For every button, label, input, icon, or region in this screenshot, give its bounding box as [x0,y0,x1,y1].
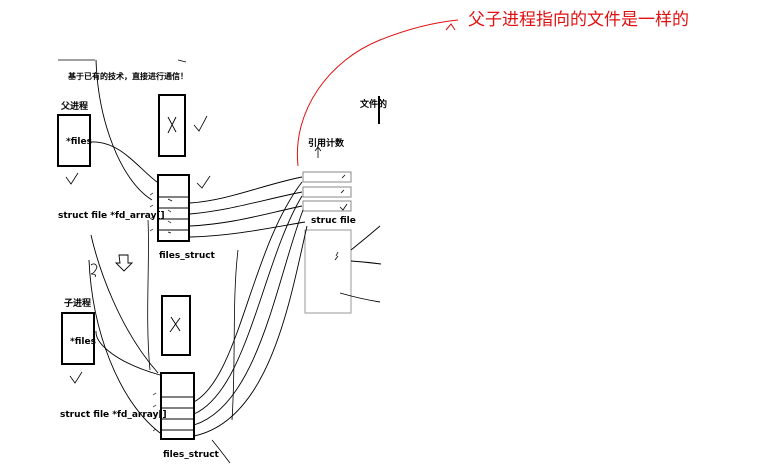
header-note: 基于已有的技术，直接进行通信！ [68,72,188,81]
ref-count-cell-1 [302,171,352,183]
down-arrow-icon [114,254,134,272]
ref-count-arrow-icon [314,146,322,158]
parent-mm-box [158,94,186,157]
ref-count-label: 引用计数 [308,139,345,149]
struct-file-label: struc file [311,216,356,226]
parent-files-struct-label: files_struct [159,251,215,261]
annotation-curve [296,19,459,167]
parent-fd-array-label: struct file *fd_array[] [58,211,165,221]
child-files-label: *files [70,337,96,347]
parent-process-label: 父进程 [61,102,89,112]
child-files-struct-label: files_struct [163,450,219,460]
child-process-box [61,312,95,365]
parent-files-label: *files [66,137,92,147]
parent-process-box [57,114,91,167]
annotation-text: 父子进程指向的文件是一样的 [468,10,689,30]
ref-count-cell-2 [302,186,352,198]
child-x-mark [169,316,181,333]
child-mm-box [161,295,191,356]
parent-x-mark [167,116,177,134]
annotation-arrow-icon [445,23,456,31]
struct-file-box [304,229,352,314]
file-side-title: 文件的 [360,100,388,110]
ref-count-cell-3 [302,200,352,212]
child-fd-array-label: struct file *fd_array[] [60,410,167,420]
child-files-struct-box [160,372,195,440]
child-process-label: 子进程 [64,299,92,309]
